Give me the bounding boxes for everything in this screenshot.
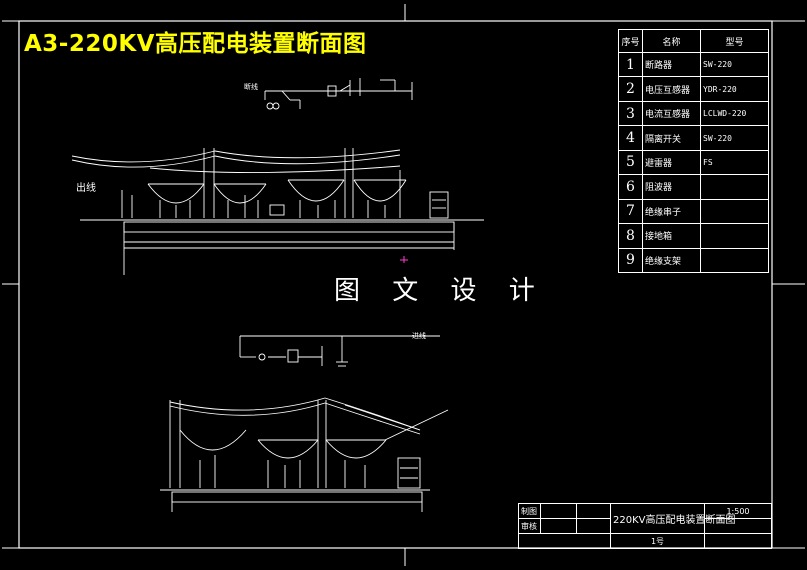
row-no: 2 <box>618 76 643 102</box>
row-name: 阻波器 <box>642 174 701 200</box>
row-no: 3 <box>618 100 643 127</box>
row-model <box>700 247 769 273</box>
row-no: 9 <box>618 247 643 273</box>
title-block-cell <box>540 518 577 534</box>
axis-marker <box>400 256 408 263</box>
lower-section <box>160 335 449 512</box>
row-no: 5 <box>618 149 643 176</box>
row-name: 绝缘支架 <box>642 247 701 273</box>
row-model: LCLWD-220 <box>700 100 769 127</box>
circuit-breaker-label: 断线 <box>244 83 258 91</box>
row-no: 7 <box>618 198 643 225</box>
header-no: 序号 <box>618 29 643 53</box>
row-name: 接地箱 <box>642 223 701 249</box>
outgoing-line-label: 出线 <box>76 183 96 194</box>
drawing-name: 220KV高压配电装置断面图 <box>610 503 736 534</box>
upper-section <box>71 78 484 275</box>
header-name: 名称 <box>642 29 701 53</box>
row-model: YDR-220 <box>700 76 769 102</box>
row-model <box>700 223 769 249</box>
row-model: FS <box>700 149 769 176</box>
title-block-cell <box>540 503 577 519</box>
header-model: 型号 <box>700 29 769 53</box>
title-block-cell <box>576 503 611 519</box>
title-block-cell <box>704 533 772 549</box>
row-name: 电压互感器 <box>642 76 701 102</box>
row-no: 6 <box>618 174 643 200</box>
row-name: 电流互感器 <box>642 100 701 127</box>
parts-table-header: 序号 名称 型号 <box>618 29 769 53</box>
title-block-row1-label: 制图 <box>518 503 541 519</box>
row-name: 隔离开关 <box>642 125 701 151</box>
row-model <box>700 198 769 225</box>
drawing-title: A3-220KV高压配电装置断面图 <box>24 31 367 57</box>
row-model: SW-220 <box>700 51 769 78</box>
sheet-number: 1号 <box>610 533 705 549</box>
row-no: 1 <box>618 51 643 78</box>
title-block-cell <box>576 518 611 534</box>
title-block: 制图 220KV高压配电装置断面图 1:500 审核 1号 <box>518 503 772 549</box>
row-name: 绝缘串子 <box>642 198 701 225</box>
row-model <box>700 174 769 200</box>
row-no: 8 <box>618 223 643 249</box>
row-name: 断路器 <box>642 51 701 78</box>
title-block-cell <box>518 533 611 549</box>
title-block-row2-label: 审核 <box>518 518 541 534</box>
row-name: 避雷器 <box>642 149 701 176</box>
watermark-text: 图 文 设 计 <box>334 276 547 306</box>
row-no: 4 <box>618 125 643 151</box>
incoming-line-label: 进线 <box>412 332 426 340</box>
row-model: SW-220 <box>700 125 769 151</box>
